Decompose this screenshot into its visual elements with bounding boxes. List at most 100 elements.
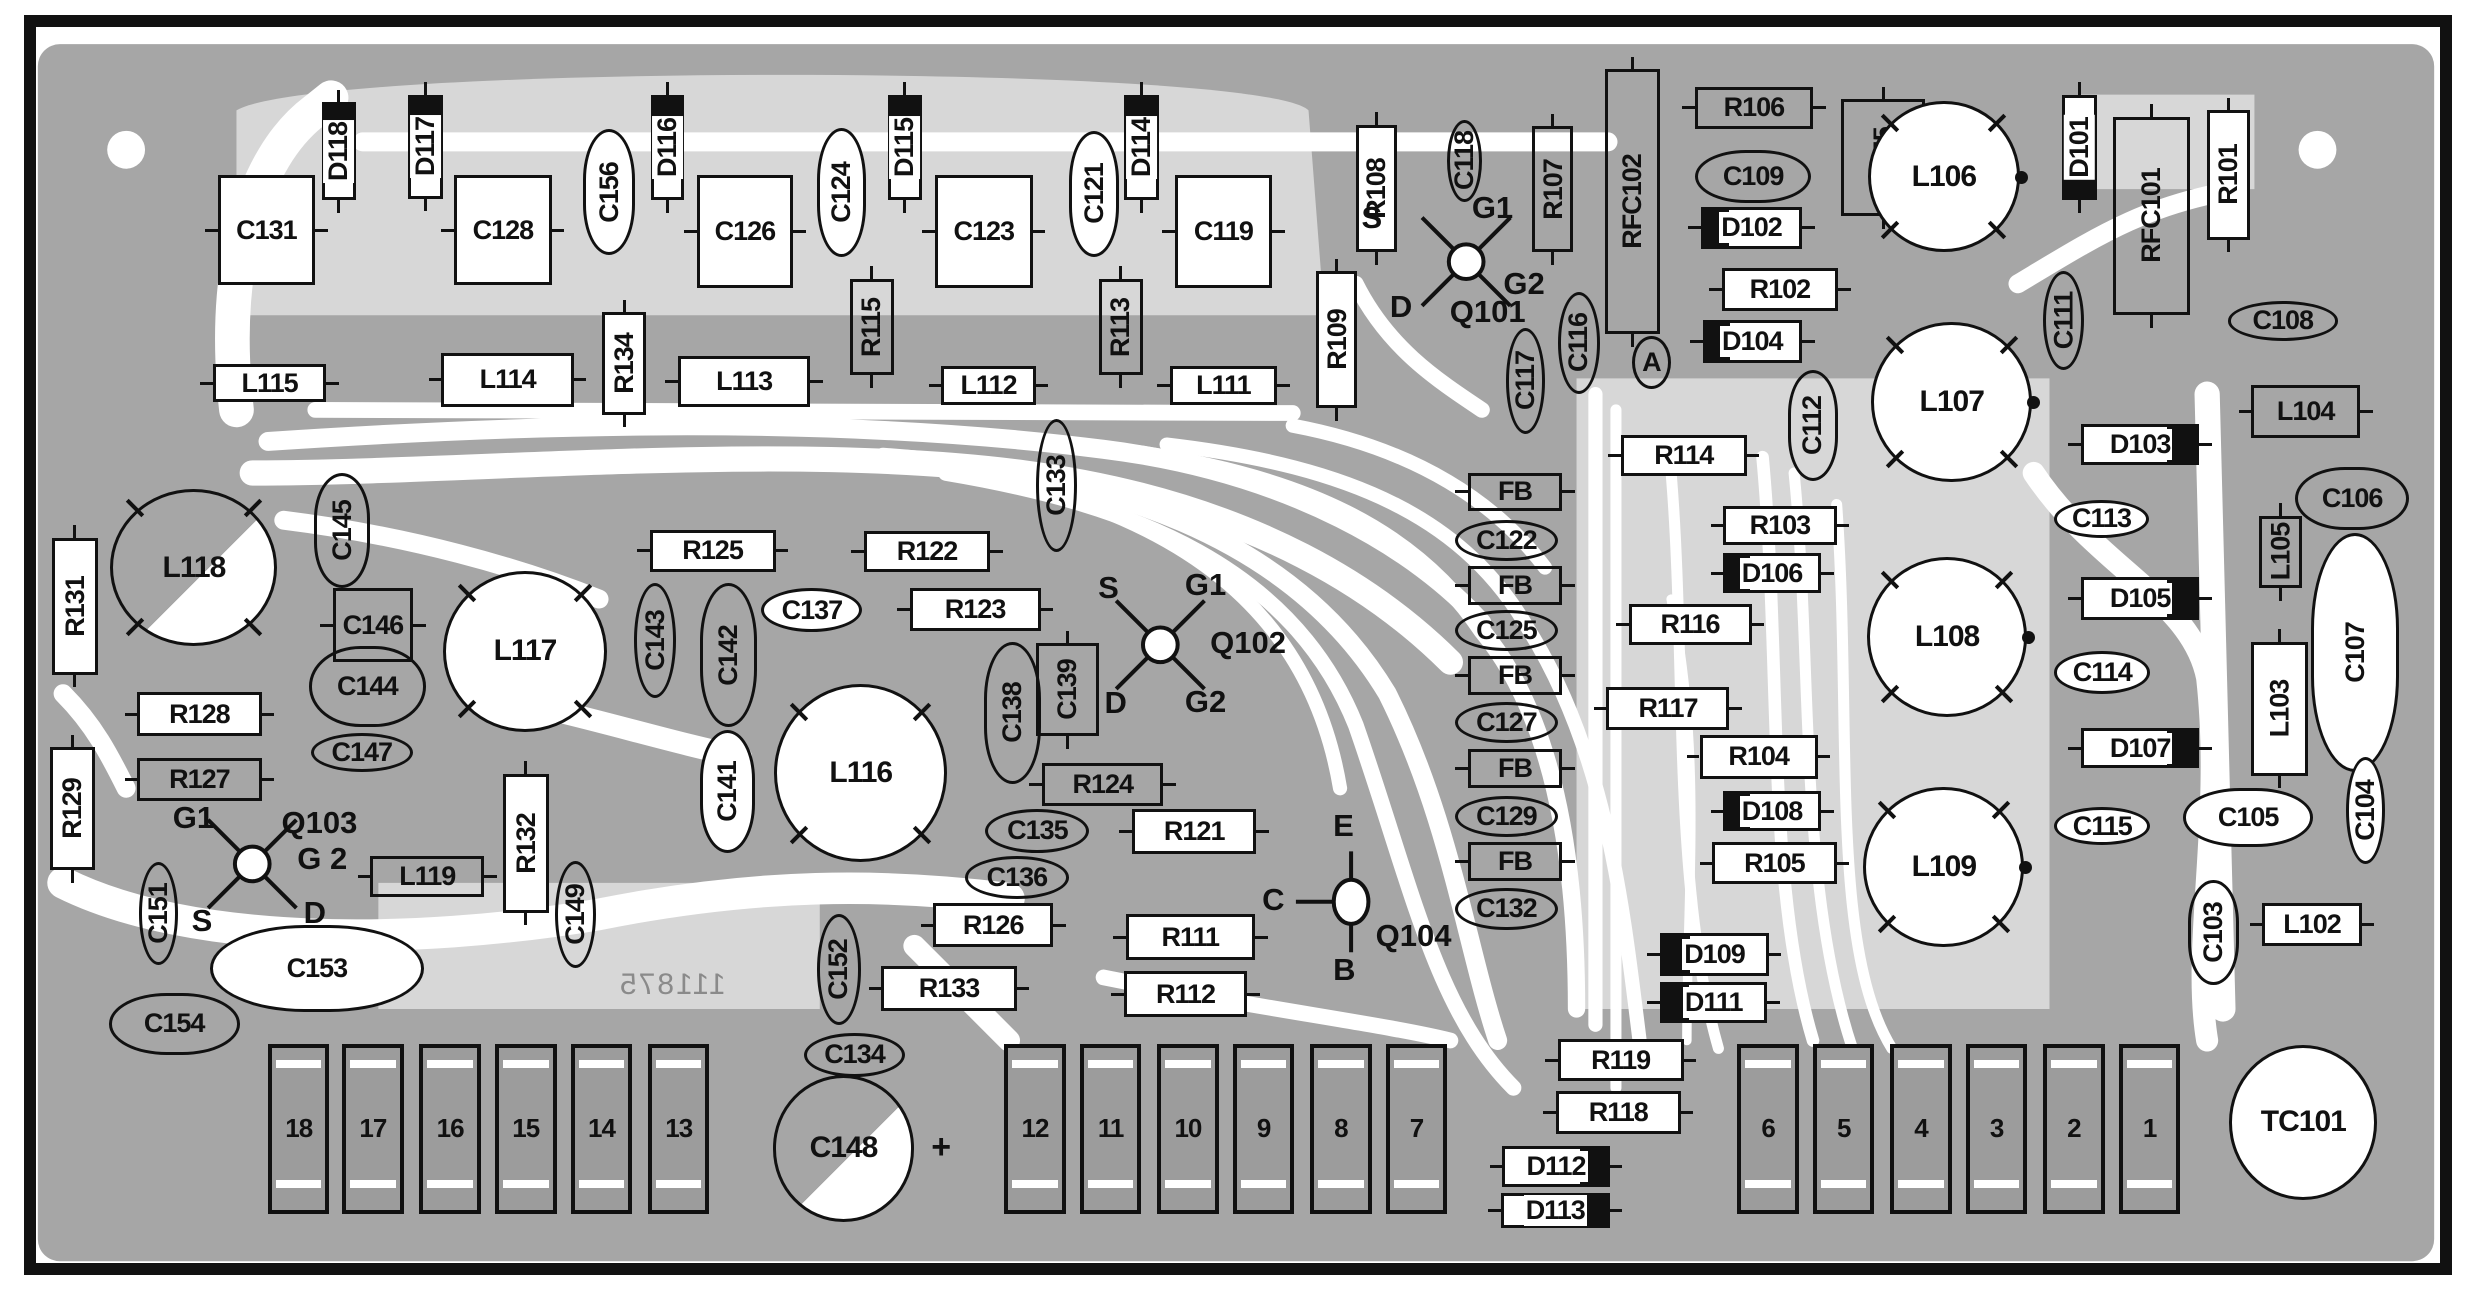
component-label: C156 [593,162,624,223]
terminal-number: 9 [1256,1113,1272,1144]
capacitor-c141: C141 [699,729,756,853]
capacitor-c112: C112 [1787,370,1839,481]
component-label: L114 [479,364,537,395]
component-lead [1335,408,1339,421]
component-lead [2278,502,2282,516]
capacitor-c111: C111 [2043,271,2085,371]
terminal-number: 11 [1097,1113,1124,1144]
component-label: D111 [1682,987,1745,1019]
pin-label-q104-e: E [1333,808,1354,844]
component-lead [200,381,213,385]
component-lead [2361,923,2375,927]
component-lead [1699,861,1713,865]
component-lead [1593,707,1607,711]
pad-marking [1821,1179,1867,1188]
component-label: C107 [2339,622,2370,683]
pad-marking [1087,1179,1134,1188]
component-label: L116 [829,756,893,790]
capacitor-c149: C149 [554,860,596,968]
pad-marking [1973,1179,2020,1188]
component-lead [1686,755,1700,759]
polarity-dot [2019,861,2033,875]
component-label: D114 [1125,115,1157,179]
capacitor-c127: C127 [1455,701,1558,743]
component-label: D105 [2107,582,2173,614]
component-lead [413,623,426,627]
component-lead [2068,443,2082,447]
ferrite-bead-fb1: FB [1467,472,1563,511]
capacitor-c124: C124 [816,127,866,257]
resistor-r105: R105 [1712,841,1837,885]
component-label: C154 [143,1008,206,1039]
component-label: C145 [326,500,357,561]
component-lead [1016,986,1030,990]
component-label: D101 [2063,115,2095,180]
component-lead [870,375,874,388]
component-lead [1455,860,1468,864]
component-lead [1683,1058,1697,1062]
terminal-pad-8: 8 [1310,1043,1372,1214]
pad-marking [2126,1179,2173,1188]
capacitor-c107: C107 [2311,532,2400,773]
component-label: TC101 [2260,1105,2347,1139]
component-lead [1729,707,1743,711]
component-lead [810,380,823,384]
component-lead [1029,782,1043,786]
component-lead [897,607,910,611]
pin-label-q102-s: S [1098,570,1119,606]
terminal-number: 7 [1409,1113,1425,1144]
pad-marking [1745,1179,1791,1188]
component-label: C147 [331,737,394,768]
component-lead [1247,992,1260,996]
pad-marking [503,1179,549,1188]
component-label: R112 [1156,978,1216,1009]
capacitor-c153: C153 [209,925,425,1013]
terminal-pad-18: 18 [268,1043,330,1214]
component-label: L115 [241,367,299,398]
component-lead [1682,106,1695,110]
trace-clearance [2008,179,2249,294]
component-lead [337,89,341,103]
component-lead [73,524,77,538]
component-lead [261,712,275,716]
component-lead [1801,339,1815,343]
component-lead [903,81,907,95]
component-lead [1609,1209,1623,1213]
terminal-number: 16 [436,1113,465,1144]
terminal-number: 12 [1021,1113,1050,1144]
terminal-pad-11: 11 [1079,1043,1142,1214]
component-lead [1562,584,1575,588]
pad-marking [655,1059,702,1068]
ferrite-bead-fb4: FB [1467,748,1563,789]
component-lead [337,200,341,213]
component-lead [1161,230,1175,234]
component-lead [1768,953,1782,957]
component-lead [2199,443,2212,447]
inductor-l115: L115 [212,364,327,402]
pad-marking [2051,1179,2097,1188]
resistor-r122: R122 [863,531,991,573]
component-label: D108 [1739,795,1805,827]
component-lead [1710,524,1724,528]
resistor-r119: R119 [1557,1038,1684,1082]
component-label: R121 [1163,816,1226,847]
capacitor-c125: C125 [1455,610,1558,652]
transistor-lead [1171,599,1206,634]
terminal-pad-7: 7 [1385,1043,1448,1214]
component-lead [851,550,864,554]
component-label: C123 [953,216,1015,247]
pad-marking [1898,1059,1944,1068]
capacitor-c113: C113 [2054,499,2149,538]
component-lead [1813,106,1826,110]
capacitor-c105: C105 [2183,788,2313,847]
inductor-l119: L119 [370,856,484,898]
polarity-plus-mark: + [931,1127,952,1166]
component-label: D116 [652,115,684,179]
resistor-r109: R109 [1316,271,1358,409]
resistor-r132: R132 [502,774,549,913]
transistor-lead [1477,272,1512,308]
capacitor-c136: C136 [964,856,1069,899]
capacitor-c123: C123 [934,174,1033,289]
component-lead [71,870,75,883]
pin-label-q104-c: C [1262,882,1285,918]
